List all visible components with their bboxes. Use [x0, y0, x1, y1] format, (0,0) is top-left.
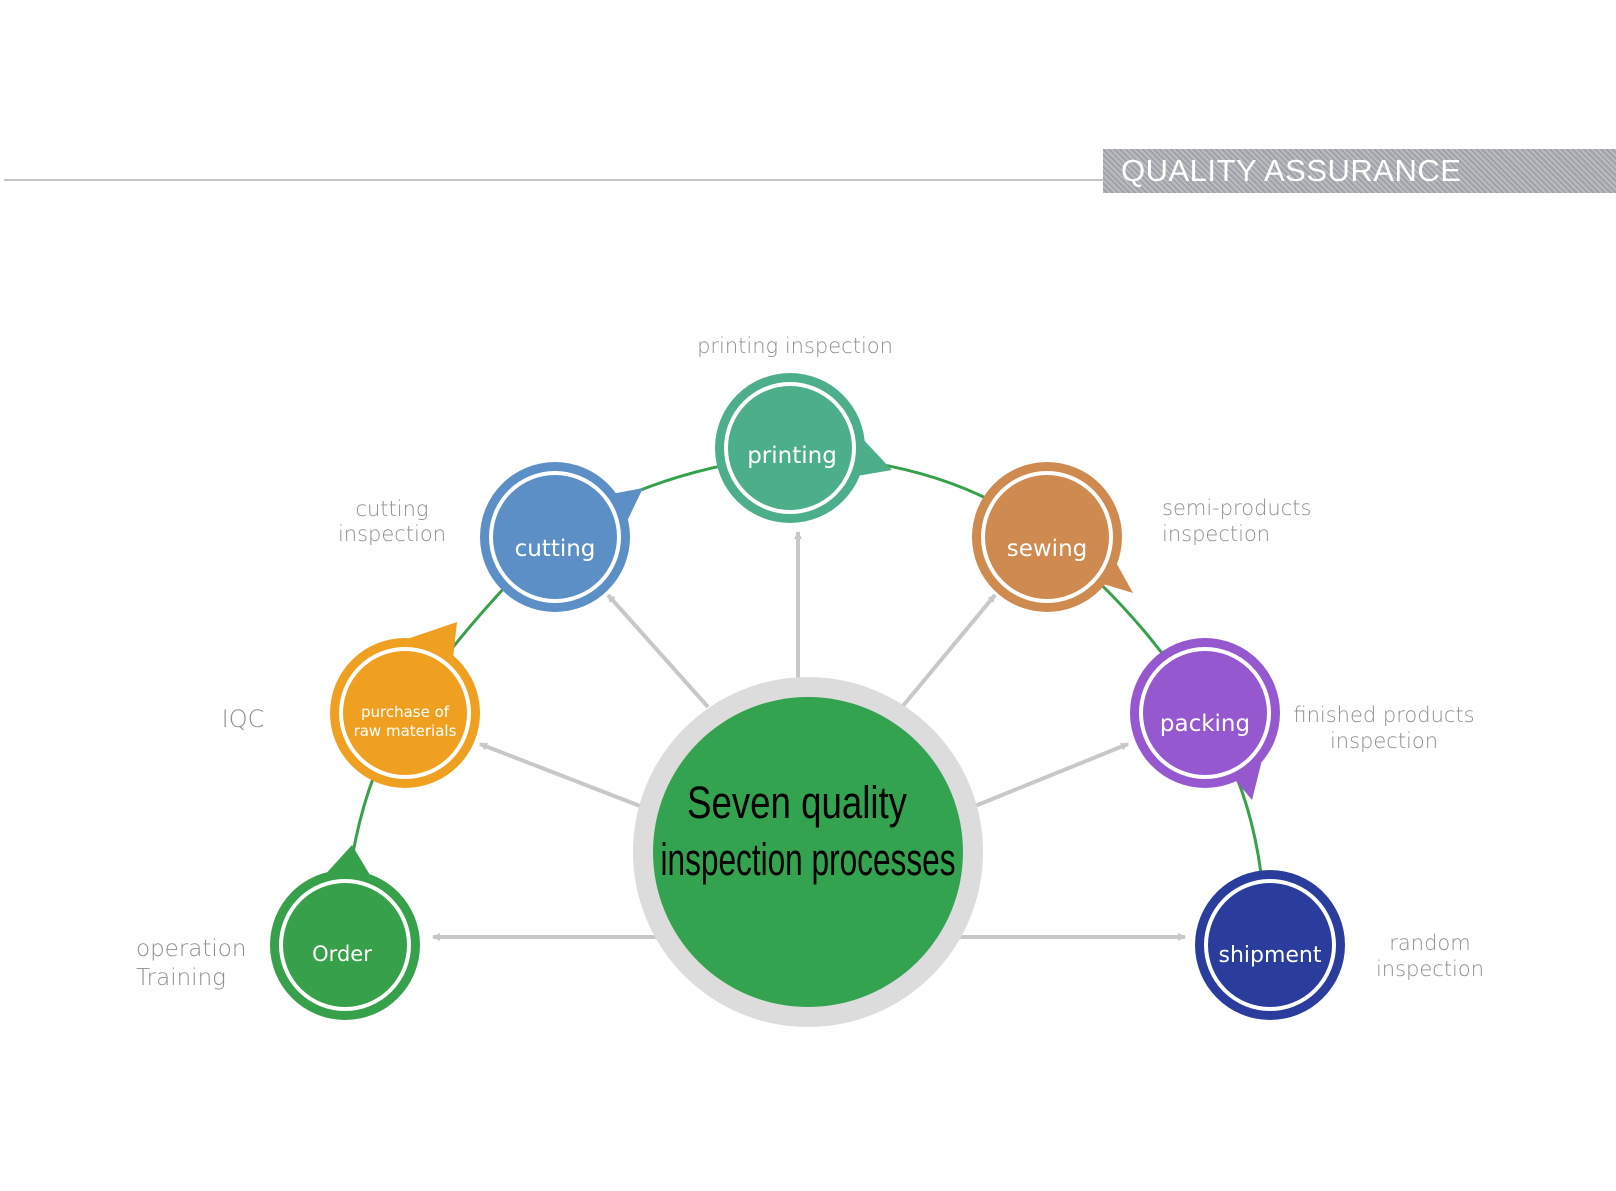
node-order: Order	[270, 845, 420, 1020]
node-purchase: purchase of raw materials	[330, 622, 480, 788]
node-sewing: sewing	[972, 462, 1133, 612]
annotation-purchase: IQC	[222, 705, 265, 733]
annotation-shipment-line2: inspection	[1376, 957, 1484, 981]
section-banner: QUALITY ASSURANCE	[1103, 149, 1616, 193]
sewing-label: sewing	[1007, 536, 1088, 562]
annotation-order-line1: operation	[136, 936, 246, 962]
order-pointer	[322, 845, 370, 878]
center-title-line2: inspection processes	[661, 834, 956, 885]
arrow-to-purchase	[479, 742, 641, 808]
annotations: printing inspection cutting inspection I…	[136, 334, 1484, 991]
purchase-label-line2: raw materials	[354, 722, 457, 740]
annotation-packing-line2: inspection	[1330, 729, 1438, 753]
annotation-order-line2: Training	[136, 965, 226, 991]
flow-arrows	[432, 531, 1186, 941]
annotation-sewing-line2: inspection	[1162, 522, 1270, 546]
node-packing: packing	[1130, 638, 1280, 800]
annotation-cutting-line1: cutting	[355, 497, 428, 521]
annotation-sewing-line1: semi-products	[1162, 496, 1311, 520]
packing-label: packing	[1160, 711, 1250, 737]
header-rule	[4, 179, 1104, 181]
printing-label: printing	[747, 443, 837, 469]
node-cutting: cutting	[480, 462, 643, 612]
node-printing: printing	[715, 373, 892, 523]
order-label: Order	[312, 942, 372, 966]
cutting-label: cutting	[515, 536, 596, 562]
center-circle	[653, 697, 963, 1007]
shipment-label: shipment	[1218, 943, 1321, 968]
arrow-to-packing	[974, 742, 1129, 808]
center-title-line1: Seven quality	[687, 777, 907, 828]
annotation-cutting-line2: inspection	[338, 522, 446, 546]
arrow-to-sewing	[900, 593, 997, 709]
center-hub: Seven quality inspection processes	[633, 677, 983, 1027]
annotation-printing: printing inspection	[697, 334, 893, 358]
purchase-label-line1: purchase of	[361, 703, 450, 721]
node-shipment: shipment	[1195, 870, 1345, 1020]
annotation-shipment-line1: random	[1389, 931, 1470, 955]
annotation-packing-line1: finished products	[1293, 703, 1474, 727]
banner-title: QUALITY ASSURANCE	[1121, 153, 1462, 188]
arrow-to-cutting	[606, 593, 710, 709]
